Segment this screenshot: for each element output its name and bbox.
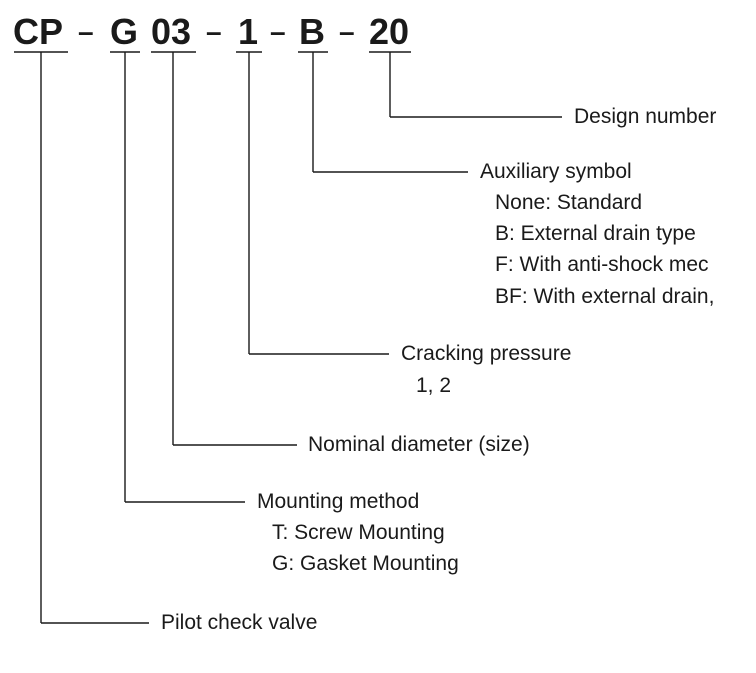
auxiliary-symbol-label: Auxiliary symbol: [480, 160, 632, 183]
code-aux: B: [299, 11, 325, 52]
mounting-method-label: Mounting method: [257, 490, 420, 513]
mounting-option: T: Screw Mounting: [272, 521, 445, 544]
code-design: 20: [369, 11, 410, 52]
code-dash-4: –: [339, 16, 355, 47]
code-dash-3: –: [270, 16, 286, 47]
auxiliary-option: F: With anti-shock mec: [495, 253, 709, 276]
code-g: G: [110, 11, 139, 52]
code-dash-1: –: [78, 16, 94, 47]
code-size: 03: [151, 11, 192, 52]
auxiliary-option: BF: With external drain,: [495, 285, 715, 308]
code-pressure: 1: [238, 11, 259, 52]
pilot-check-valve-label: Pilot check valve: [161, 611, 318, 634]
auxiliary-option: B: External drain type: [495, 222, 696, 245]
code-cp: CP: [13, 11, 64, 52]
cracking-pressure-label: Cracking pressure: [401, 342, 572, 365]
code-dash-2: –: [206, 16, 222, 47]
design-number-label: Design number: [574, 105, 717, 128]
auxiliary-option: None: Standard: [495, 191, 643, 214]
cracking-pressure-option: 1, 2: [416, 374, 452, 397]
mounting-option: G: Gasket Mounting: [272, 552, 459, 575]
nominal-diameter-label: Nominal diameter (size): [308, 433, 530, 456]
